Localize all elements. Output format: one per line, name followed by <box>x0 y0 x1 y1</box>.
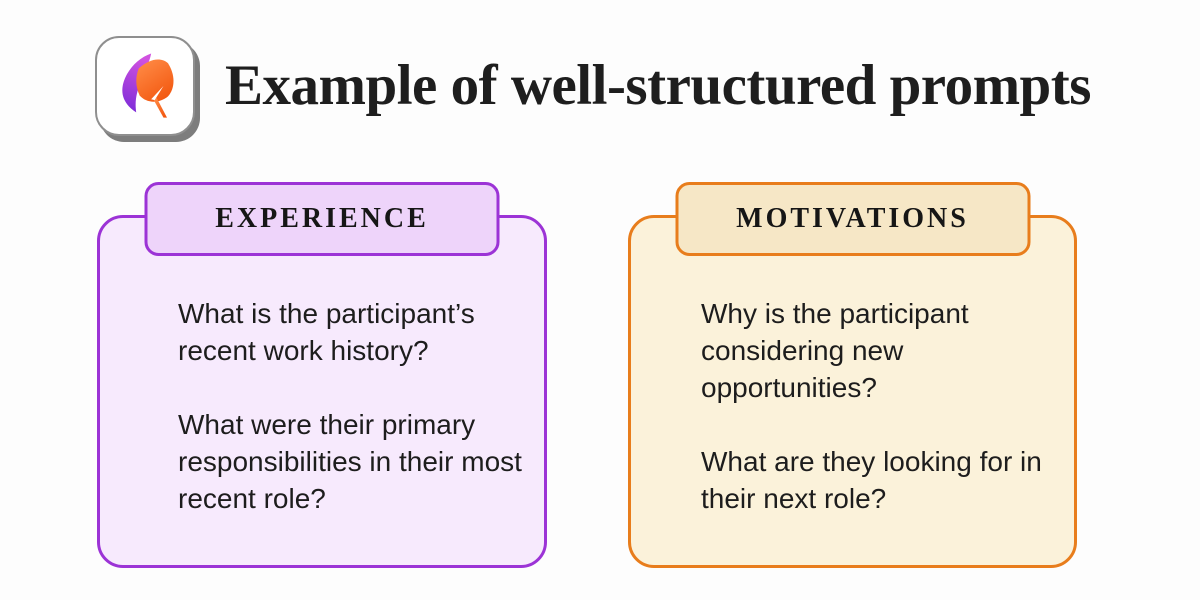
app-logo <box>95 36 195 136</box>
motivations-question-2: What are they looking for in their next … <box>701 446 1042 514</box>
dual-leaf-logo-icon <box>122 53 174 118</box>
card-experience-badge: EXPERIENCE <box>144 182 500 256</box>
header: Example of well-structured prompts <box>95 36 1091 136</box>
experience-question-1: What is the participant’s recent work hi… <box>178 298 475 366</box>
experience-question-2: What were their primary responsibilities… <box>178 409 522 514</box>
motivations-question-1: Why is the participant considering new o… <box>701 298 969 403</box>
card-experience-label: EXPERIENCE <box>215 203 429 234</box>
card-motivations-body: Why is the participant considering new o… <box>631 218 1074 517</box>
card-motivations: MOTIVATIONS Why is the participant consi… <box>628 182 1077 568</box>
card-motivations-label: MOTIVATIONS <box>736 203 969 234</box>
leaf-vein-slit <box>151 86 164 101</box>
page-title: Example of well-structured prompts <box>225 54 1091 117</box>
orange-leaf-shape <box>136 59 174 102</box>
card-experience-body: What is the participant’s recent work hi… <box>100 218 544 517</box>
card-experience: EXPERIENCE What is the participant’s rec… <box>97 182 547 568</box>
card-motivations-badge: MOTIVATIONS <box>675 182 1030 256</box>
orange-leaf-stem <box>153 97 167 118</box>
